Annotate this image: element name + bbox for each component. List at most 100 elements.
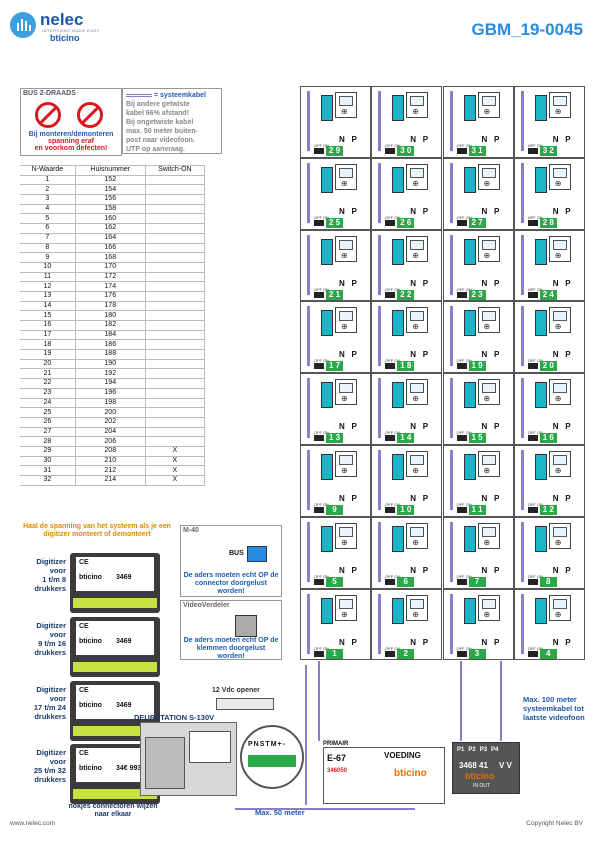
bus-cable (307, 593, 310, 654)
cell-switch-on (145, 417, 206, 428)
digitizer-label-line: 9 t/m 16 (38, 639, 66, 648)
videophone-icon: ⊕ (406, 594, 429, 621)
psu-model: E-67 (327, 753, 347, 763)
col-switch-on: Switch-ON (145, 165, 206, 176)
np-label: N P (481, 422, 500, 432)
cable-legend: = systeemkabel (154, 92, 206, 99)
wall-plate-icon (534, 238, 547, 265)
wall-plate-icon (463, 238, 476, 265)
cell-n-waarde: 18 (20, 339, 76, 351)
footer-copyright: Copyright Nelec BV (526, 820, 583, 827)
cell-n-waarde: 32 (20, 475, 76, 486)
terminal-label: N (253, 741, 259, 748)
dip-switch (314, 148, 324, 154)
off-on-label: OFF ON (456, 143, 472, 148)
cell-huisnummer: 178 (75, 301, 146, 312)
wall-plate-icon (534, 382, 547, 409)
wall-plate-icon (392, 95, 405, 121)
cell-huisnummer: 172 (75, 272, 146, 283)
max-100-note: Max. 100 meter systeemkabel tot laatste … (523, 695, 585, 722)
address-number: 8 (539, 576, 557, 587)
cable-note-line: Bij andere getwiste (126, 101, 190, 108)
cell-n-waarde: 3 (20, 194, 76, 205)
dip-switch (527, 650, 538, 657)
vdist-code: 3468 41 (459, 761, 488, 770)
cell-huisnummer: 198 (75, 398, 146, 409)
off-on-label: OFF ON (314, 430, 330, 436)
m40-box: M-40 BUS De aders moeten echt OP de conn… (180, 525, 282, 597)
digitizer-label-line: drukkers (34, 648, 66, 657)
wall-plate-icon (534, 454, 547, 480)
np-label: N P (481, 350, 500, 360)
off-on-label: OFF ON (385, 645, 401, 651)
videophone-icon: ⊕ (548, 451, 571, 477)
wall-plate-icon (392, 310, 405, 337)
vdist-port: P2 (468, 747, 476, 753)
cell-n-waarde: 7 (20, 233, 76, 244)
videophone-icon: ⊕ (477, 307, 500, 334)
np-label: N P (410, 494, 429, 503)
cell-huisnummer: 186 (75, 339, 146, 351)
videoverdeler-title: VideoVerdeler (183, 602, 230, 609)
dip-switch (385, 650, 396, 657)
psu-code: 346050 (327, 768, 348, 774)
videoverdeler-note: De aders moeten echt OP de klemmen doorg… (183, 637, 279, 660)
cell-n-waarde: 19 (20, 349, 76, 360)
terminal-detail: PNSTM+- (240, 725, 304, 789)
ce-mark: CE (79, 559, 89, 566)
bus-cable (520, 306, 524, 367)
ce-mark: CE (79, 687, 89, 694)
wall-plate-icon (321, 95, 333, 121)
bus-cable (307, 306, 310, 367)
dip-switch (527, 291, 538, 298)
wall-plate-icon (534, 95, 547, 121)
cell-switch-on: X (145, 475, 206, 486)
bus-cable (449, 234, 453, 295)
bus-cable (378, 450, 382, 510)
cell-huisnummer: 194 (75, 378, 146, 389)
digitizer-brand: bticino (79, 638, 102, 645)
max-50-note: Max. 50 meter (255, 808, 305, 817)
wall-plate-icon (534, 525, 547, 552)
cell-huisnummer: 208 (75, 446, 146, 457)
digitizer-label-line: voor (49, 757, 66, 766)
cell-huisnummer: 214 (75, 475, 146, 486)
cell-switch-on (145, 301, 206, 312)
door-station-label: DEURSTATION S-130V (134, 713, 215, 722)
terminal-strip (248, 755, 296, 767)
no-power-icon (77, 102, 103, 128)
dip-switch (314, 650, 324, 657)
digitizer-terminals (73, 662, 157, 672)
digitizer-brand: bticino (79, 574, 102, 581)
vdist-in-out: IN OUT (473, 783, 490, 789)
dip-switch (456, 148, 467, 154)
off-on-label: OFF ON (456, 573, 472, 579)
dip-switch (456, 435, 467, 442)
off-on-label: OFF ON (314, 143, 330, 148)
cell-switch-on (145, 213, 206, 225)
videophone-icon: ⊕ (406, 451, 429, 477)
videophone-icon: ⊕ (335, 594, 357, 621)
bus-cable (307, 521, 310, 582)
off-on-label: OFF ON (314, 358, 330, 364)
videophone-icon: ⊕ (335, 379, 357, 406)
address-number: 1 9 (468, 361, 486, 372)
power-supply: E-67 VOEDING 346050 bticino (323, 747, 445, 804)
wall-plate-icon (392, 597, 405, 624)
off-on-label: OFF ON (456, 502, 472, 507)
cell-switch-on (145, 378, 206, 389)
digitizer-label-line: Digitizer (36, 748, 66, 757)
digitizer-label-line: Digitizer (36, 685, 66, 694)
digitizer-note: Haal de spanning van het systeem als je … (23, 523, 171, 538)
wall-plate-icon (463, 454, 476, 480)
opener-label: 12 Vdc opener (212, 687, 260, 694)
